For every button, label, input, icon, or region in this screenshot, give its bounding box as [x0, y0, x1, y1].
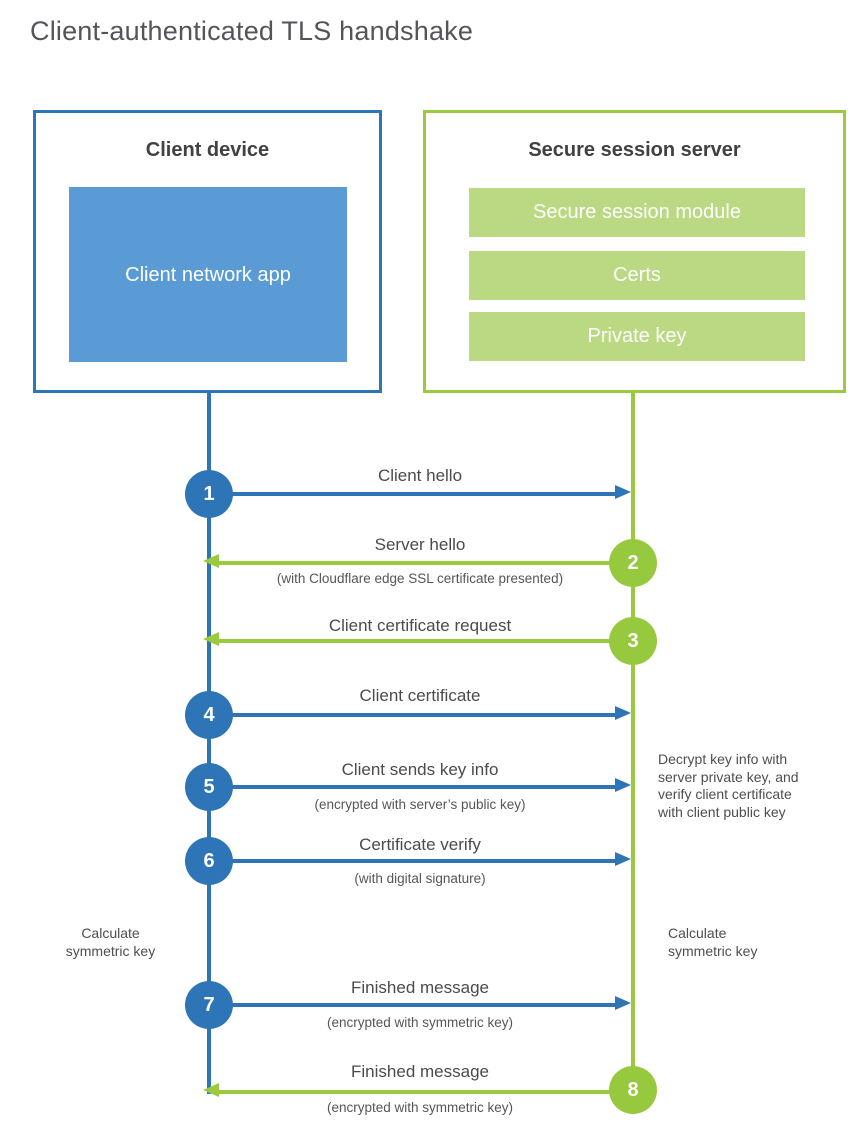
page-title: Client-authenticated TLS handshake	[30, 16, 474, 46]
step-3-arrow-line	[219, 639, 633, 643]
server-decrypt-note: Decrypt key info with server private key…	[658, 751, 799, 820]
step-5-label: Client sends key info	[341, 760, 499, 779]
client-lifeline	[207, 393, 211, 1094]
secure-session-module-bar: Secure session module	[469, 188, 805, 237]
step-1-arrow-line	[230, 492, 615, 496]
client-network-app-box: Client network app	[69, 187, 347, 362]
client-device-title: Client device	[145, 139, 270, 161]
step-3-label: Client certificate request	[328, 616, 512, 635]
step-8-label: Finished message	[351, 1062, 489, 1081]
step-4-label: Client certificate	[359, 686, 481, 705]
step-6-marker: 6	[185, 837, 233, 885]
step-2-subtext: (with Cloudflare edge SSL certificate pr…	[276, 571, 564, 586]
step-8-marker: 8	[609, 1066, 657, 1114]
step-4-marker: 4	[185, 691, 233, 739]
step-2-arrowhead-left-icon	[203, 554, 219, 568]
secure-session-server-box: Secure session server Secure session mod…	[423, 110, 846, 393]
step-1-label: Client hello	[377, 466, 463, 485]
step-6-label: Certificate verify	[359, 835, 481, 854]
step-5-subtext: (encrypted with server’s public key)	[314, 797, 526, 812]
step-2-marker: 2	[609, 539, 657, 587]
step-6-arrow-line	[230, 859, 615, 863]
step-7-marker: 7	[185, 981, 233, 1029]
step-7-label: Finished message	[351, 978, 489, 997]
step-5-arrowhead-right-icon	[615, 778, 631, 792]
client-device-box: Client device Client network app	[33, 110, 382, 393]
server-calculate-key-note: Calculate symmetric key	[668, 925, 758, 959]
step-8-arrow-line	[219, 1090, 633, 1094]
step-5-arrow-line	[230, 785, 615, 789]
server-lifeline	[631, 393, 635, 1090]
step-5-marker: 5	[185, 763, 233, 811]
step-6-subtext: (with digital signature)	[354, 871, 486, 886]
step-1-marker: 1	[185, 470, 233, 518]
step-8-arrowhead-left-icon	[203, 1083, 219, 1097]
step-7-arrow-line	[230, 1003, 615, 1007]
step-2-label: Server hello	[374, 535, 466, 554]
step-7-arrowhead-right-icon	[615, 996, 631, 1010]
private-key-bar: Private key	[469, 312, 805, 361]
step-3-arrowhead-left-icon	[203, 632, 219, 646]
step-6-arrowhead-right-icon	[615, 852, 631, 866]
step-8-subtext: (encrypted with symmetric key)	[326, 1100, 514, 1115]
client-calculate-key-note: Calculate symmetric key	[65, 925, 156, 959]
step-2-arrow-line	[219, 561, 633, 565]
step-3-marker: 3	[609, 617, 657, 665]
step-7-subtext: (encrypted with symmetric key)	[326, 1015, 514, 1030]
certs-bar: Certs	[469, 251, 805, 300]
step-4-arrow-line	[230, 713, 615, 717]
client-network-app-label: Client network app	[125, 263, 291, 286]
step-4-arrowhead-right-icon	[615, 706, 631, 720]
step-1-arrowhead-right-icon	[615, 485, 631, 499]
secure-session-server-title: Secure session server	[528, 139, 741, 161]
